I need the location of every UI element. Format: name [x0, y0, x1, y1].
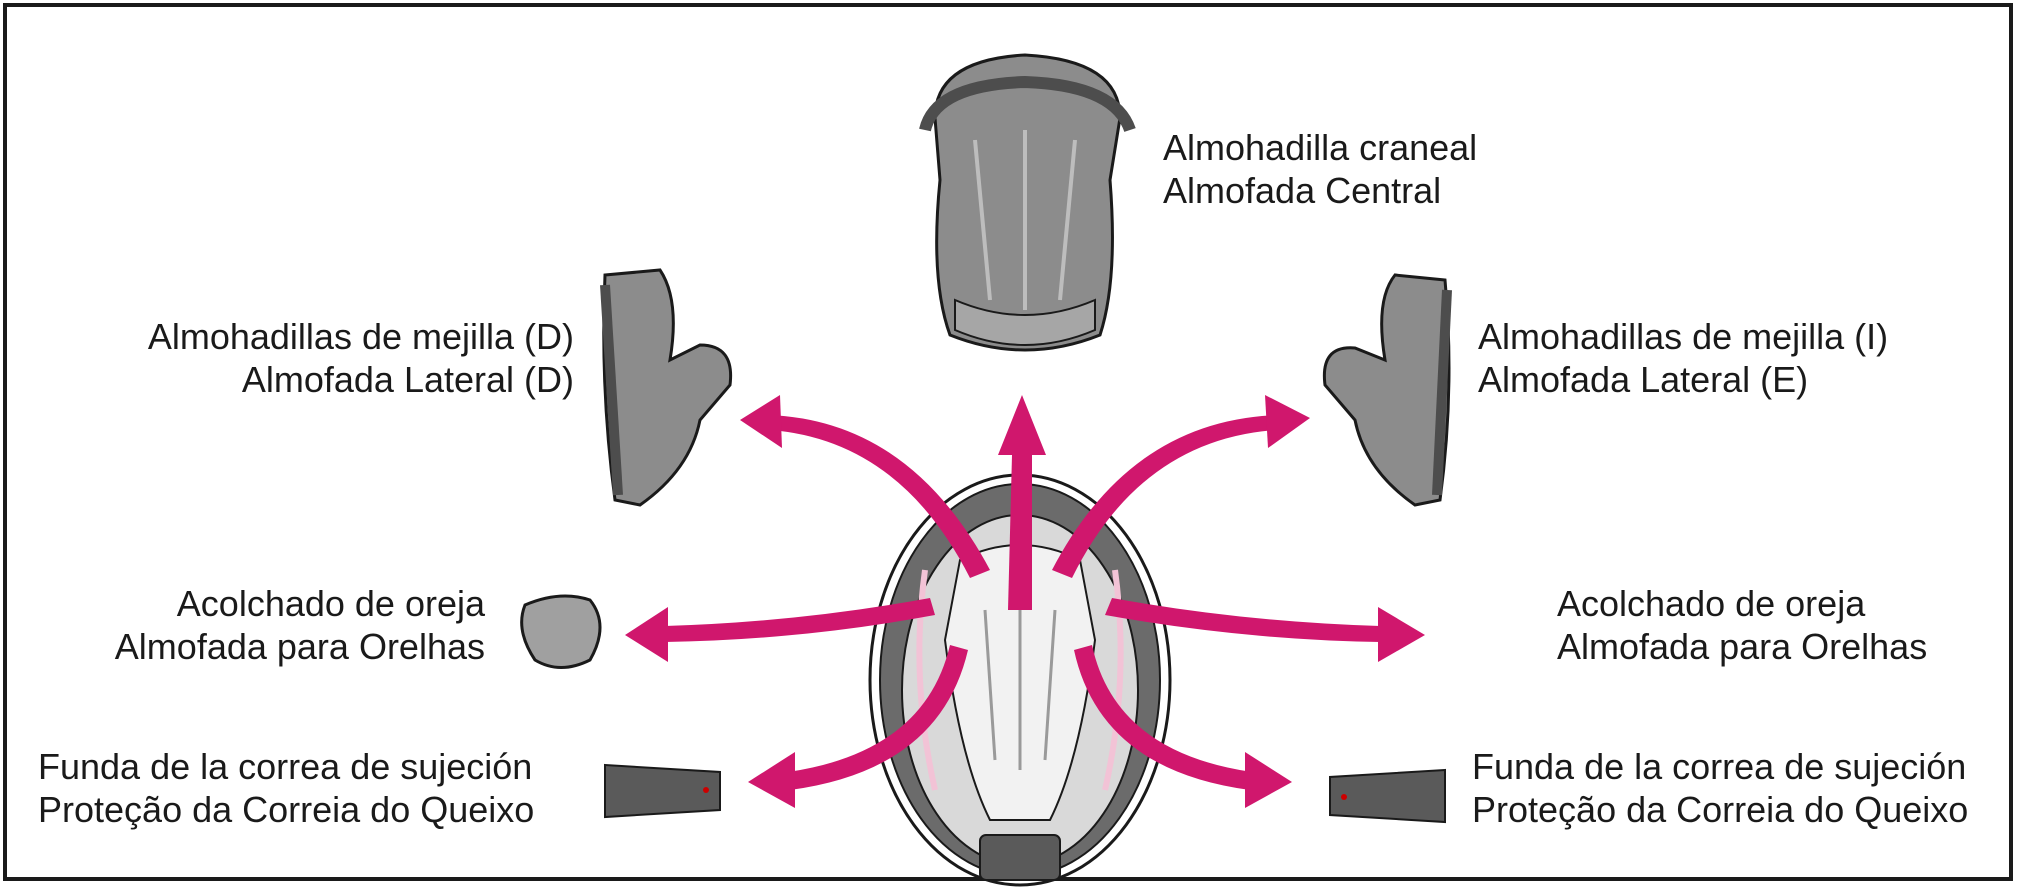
- chin-strap-cover-left-side-label-es: Funda de la correa de sujeción: [38, 745, 534, 788]
- crown-pad-label-pt: Almofada Central: [1163, 169, 1477, 212]
- chin-strap-cover-right-side-label-es: Funda de la correa de sujeción: [1472, 745, 1968, 788]
- ear-pad-right-side-label: Acolchado de oreja Almofada para Orelhas: [1557, 582, 1927, 668]
- chin-strap-cover-left-side-label: Funda de la correa de sujeción Proteção …: [38, 745, 534, 831]
- ear-pad-right-side-label-es: Acolchado de oreja: [1557, 582, 1927, 625]
- chin-strap-cover-left-side-label-pt: Proteção da Correia do Queixo: [38, 788, 534, 831]
- ear-pad-left-side-label: Acolchado de oreja Almofada para Orelhas: [115, 582, 485, 668]
- crown-pad-label: Almohadilla craneal Almofada Central: [1163, 126, 1477, 212]
- cheek-pad-left-label-es: Almohadillas de mejilla (I): [1478, 315, 1888, 358]
- chin-strap-cover-left-illustration: [605, 765, 720, 817]
- cheek-pad-left-label-pt: Almofada Lateral (E): [1478, 358, 1888, 401]
- cheek-pad-right-label-pt: Almofada Lateral (D): [148, 358, 574, 401]
- cheek-pad-left-label: Almohadillas de mejilla (I) Almofada Lat…: [1478, 315, 1888, 401]
- cheek-pad-right-label-es: Almohadillas de mejilla (D): [148, 315, 574, 358]
- chin-strap-cover-right-illustration: [1330, 770, 1445, 822]
- crown-pad-label-es: Almohadilla craneal: [1163, 126, 1477, 169]
- ear-pad-right-side-label-pt: Almofada para Orelhas: [1557, 625, 1927, 668]
- chin-strap-cover-right-side-label: Funda de la correa de sujeción Proteção …: [1472, 745, 1968, 831]
- chin-strap-cover-right-side-label-pt: Proteção da Correia do Queixo: [1472, 788, 1968, 831]
- ear-pad-left-side-label-pt: Almofada para Orelhas: [115, 625, 485, 668]
- crown-pad-illustration: [925, 55, 1130, 350]
- cheek-pad-right-label: Almohadillas de mejilla (D) Almofada Lat…: [148, 315, 574, 401]
- cheek-pad-right-illustration: [604, 270, 731, 505]
- ear-pad-left-side-label-es: Acolchado de oreja: [115, 582, 485, 625]
- cheek-pad-left-illustration: [1324, 275, 1449, 505]
- ear-pad-illustration: [522, 596, 600, 668]
